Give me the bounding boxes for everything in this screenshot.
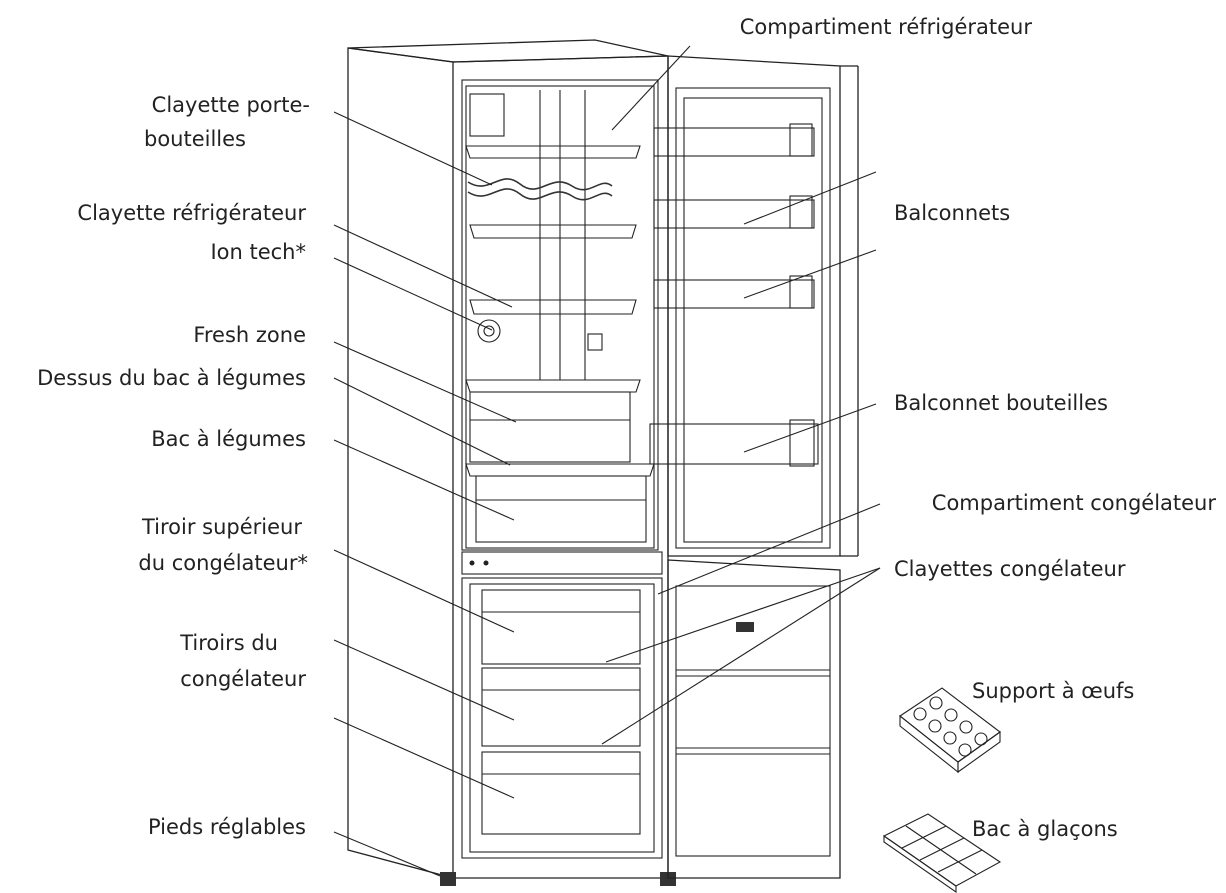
label-bac-glacons: Bac à glaçons	[972, 817, 1118, 841]
label-compartiment-refrigerateur: Compartiment réfrigérateur	[740, 15, 1033, 39]
leader-lines	[333, 45, 881, 877]
freezer-drawers	[481, 589, 641, 835]
label-compartiment-congelateur: Compartiment congélateur	[932, 491, 1217, 515]
label-clayette-porte-bouteilles-line1: Clayette porte-	[152, 93, 310, 117]
label-dessus-bac-legumes: Dessus du bac à légumes	[37, 366, 306, 390]
label-bac-legumes: Bac à légumes	[151, 427, 306, 451]
label-tiroir-superieur-line2: du congélateur*	[138, 551, 308, 575]
label-tiroir-superieur-line1: Tiroir supérieur	[141, 515, 302, 539]
labels: Compartiment réfrigérateur Clayette port…	[37, 15, 1216, 841]
label-clayette-porte-bouteilles-line2: bouteilles	[144, 127, 246, 151]
label-ion-tech: Ion tech*	[210, 240, 306, 264]
label-clayettes-congelateur: Clayettes congélateur	[894, 557, 1126, 581]
fridge-shelves	[465, 145, 641, 315]
label-clayette-refrigerateur: Clayette réfrigérateur	[77, 201, 306, 225]
label-tiroirs-congelateur-line1: Tiroirs du	[179, 631, 278, 655]
label-balconnet-bouteilles: Balconnet bouteilles	[894, 391, 1108, 415]
label-pieds-reglables: Pieds réglables	[148, 815, 306, 839]
freezer-door	[667, 559, 841, 879]
fridge-drawers	[465, 379, 655, 543]
egg-tray-icon	[899, 687, 1001, 774]
label-fresh-zone: Fresh zone	[193, 323, 306, 347]
fridge-cabinet	[347, 39, 676, 886]
label-tiroirs-congelateur-line2: congélateur	[180, 667, 306, 691]
label-balconnets: Balconnets	[894, 201, 1010, 225]
door-balconies	[649, 123, 819, 467]
fridge-door	[667, 55, 859, 557]
ice-tray-icon	[882, 813, 1002, 893]
label-support-oeufs: Support à œufs	[972, 679, 1134, 703]
